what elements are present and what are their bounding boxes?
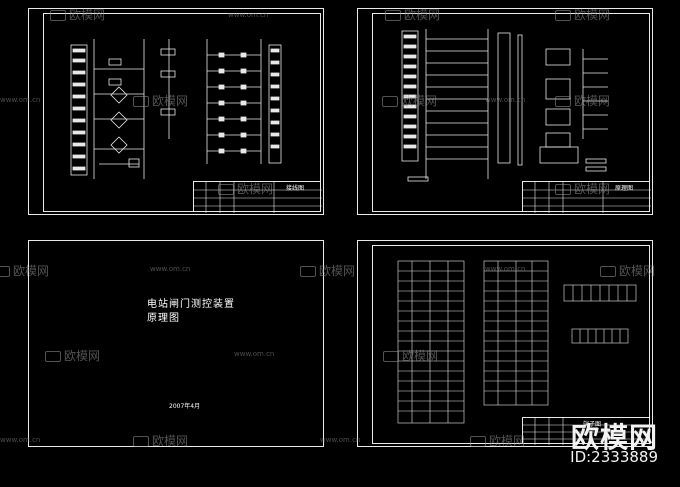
watermark-url: www.om.cn [485, 265, 526, 273]
title-block: 端子图 [522, 417, 651, 445]
watermark-url: www.om.cn [0, 96, 41, 104]
cover-title: 电站闸门测控装置 [147, 299, 235, 310]
sheet-bottom-right[interactable]: 端子图 [357, 240, 653, 447]
watermark-url: www.om.cn [150, 265, 191, 273]
brand-name: 欧模网 [570, 421, 658, 454]
terminal-tables-drawing [397, 260, 637, 424]
wiring-diagram-drawing [70, 39, 282, 179]
watermark-logo-icon [0, 266, 10, 277]
cover-subtitle: 原理图 [147, 313, 180, 324]
watermark-url: www.om.cn [320, 436, 361, 444]
watermark-url: www.om.cn [234, 350, 275, 358]
sheet-caption: 接线图 [286, 185, 305, 192]
title-block: 接线图 [193, 181, 322, 213]
watermark-url: www.om.cn [228, 11, 269, 19]
schematic-drawing [401, 29, 608, 182]
sheet-top-left-frame [43, 13, 321, 212]
brand-id: ID:2333889 [570, 448, 658, 466]
title-block: 原理图 [522, 181, 651, 213]
watermark-url: www.om.cn [485, 96, 526, 104]
watermark-url: www.om.cn [0, 436, 41, 444]
sheet-caption: 端子图 [583, 421, 602, 428]
sheet-bottom-right-frame [372, 245, 650, 444]
sheet-caption: 原理图 [615, 185, 634, 192]
watermark-text: 欧模网 [319, 264, 356, 278]
sheet-top-left[interactable]: 接线图 [28, 8, 324, 215]
cover-date: 2007年4月 [169, 403, 201, 410]
sheet-bottom-left[interactable]: 电站闸门测控装置 原理图 2007年4月 [28, 240, 324, 447]
sheet-top-right-frame [372, 13, 650, 212]
sheet-top-right[interactable]: 原理图 [357, 8, 653, 215]
